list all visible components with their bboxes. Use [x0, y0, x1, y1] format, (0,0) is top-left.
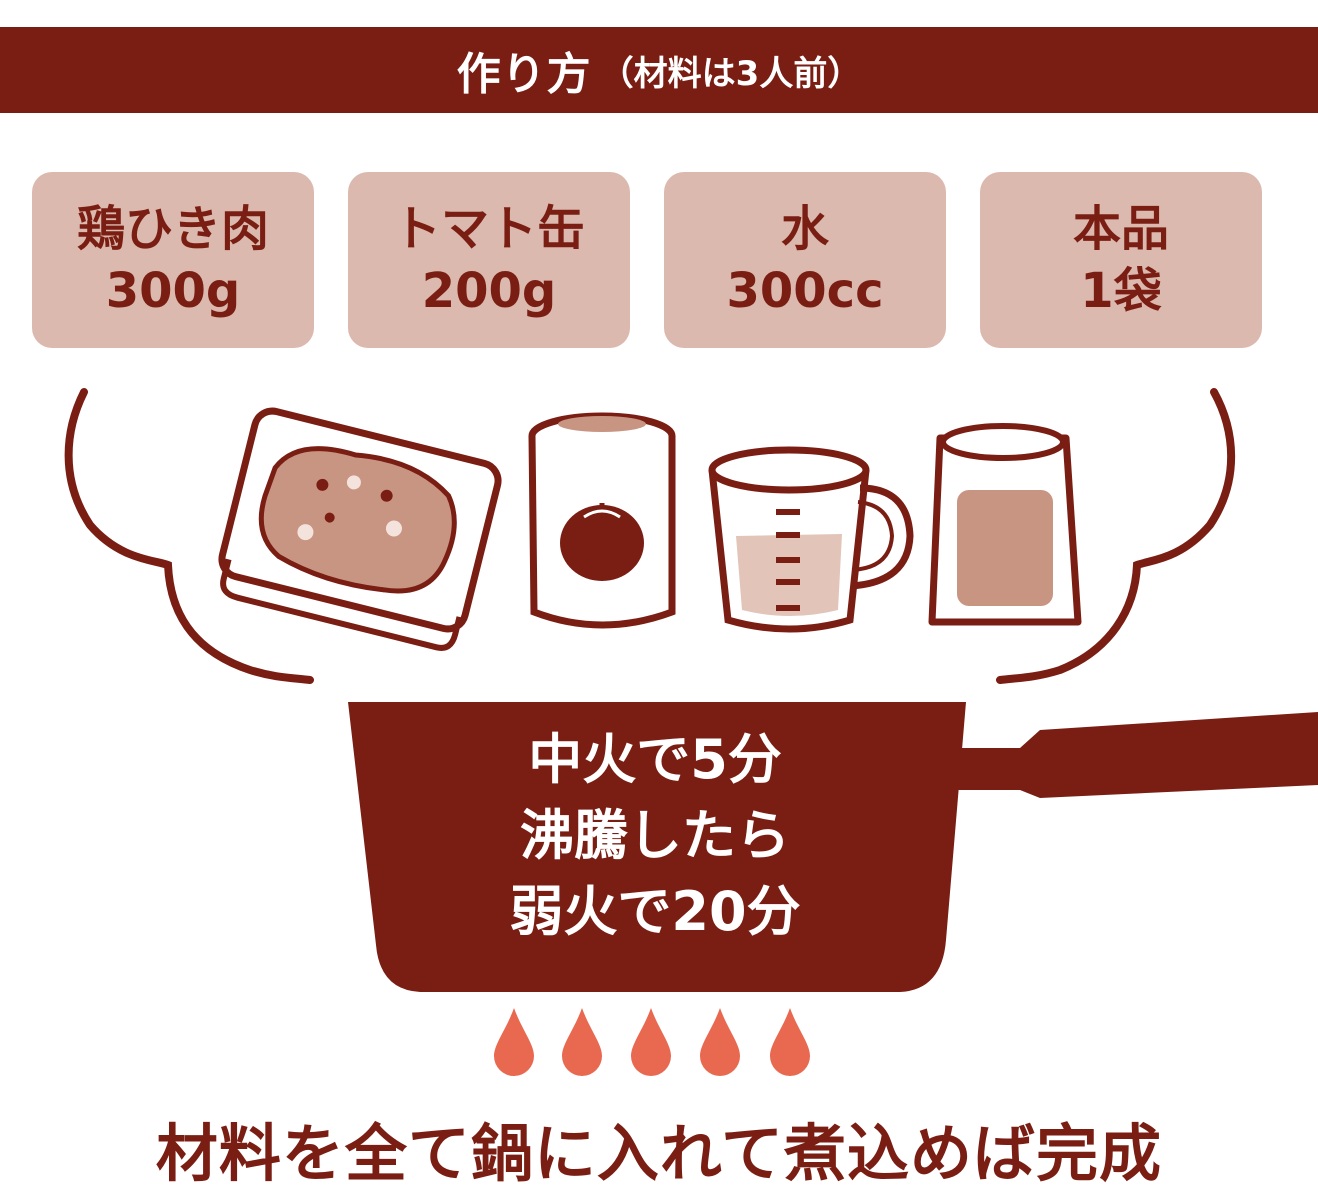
ingredient-name: 本品: [1072, 201, 1169, 257]
ingredient-name: トマト缶: [392, 201, 585, 257]
instruction-line: 沸騰したら: [520, 804, 790, 867]
product-pouch-icon: [928, 423, 1082, 626]
tomato-can-icon: [528, 412, 676, 629]
ingredient-quantity: 200g: [421, 263, 557, 319]
ground-chicken-tray-icon: [218, 407, 502, 651]
header-bar: 作り方 （材料は3人前）: [0, 27, 1318, 113]
left-bracket-icon: [64, 388, 314, 684]
right-bracket-icon: [996, 388, 1236, 684]
instruction-line: 弱火で20分: [509, 880, 801, 943]
flames-icon: [494, 1008, 810, 1076]
header-subtitle: （材料は3人前）: [599, 53, 862, 94]
pot-icon: [348, 702, 1318, 992]
header-title: 作り方: [456, 49, 592, 100]
ingredient-name: 水: [780, 201, 829, 257]
ingredient-quantity: 1袋: [1080, 263, 1162, 319]
ingredient-quantity: 300g: [105, 263, 241, 319]
ingredient-card-product: 本品 1袋: [980, 172, 1262, 348]
cooking-instructions: 中火で5分 沸騰したら 弱火で20分: [370, 722, 940, 950]
recipe-illustration: [64, 388, 1318, 1076]
ingredient-card-water: 水 300cc: [664, 172, 946, 348]
ingredient-quantity: 300cc: [726, 263, 884, 319]
ingredient-card-tomato: トマト缶 200g: [348, 172, 630, 348]
ingredient-card-chicken: 鶏ひき肉 300g: [32, 172, 314, 348]
ingredient-name: 鶏ひき肉: [76, 201, 269, 257]
footer-caption: 材料を全て鍋に入れて煮込めば完成: [155, 1117, 1163, 1190]
instruction-line: 中火で5分: [528, 728, 782, 791]
measuring-cup-icon: [708, 446, 914, 633]
